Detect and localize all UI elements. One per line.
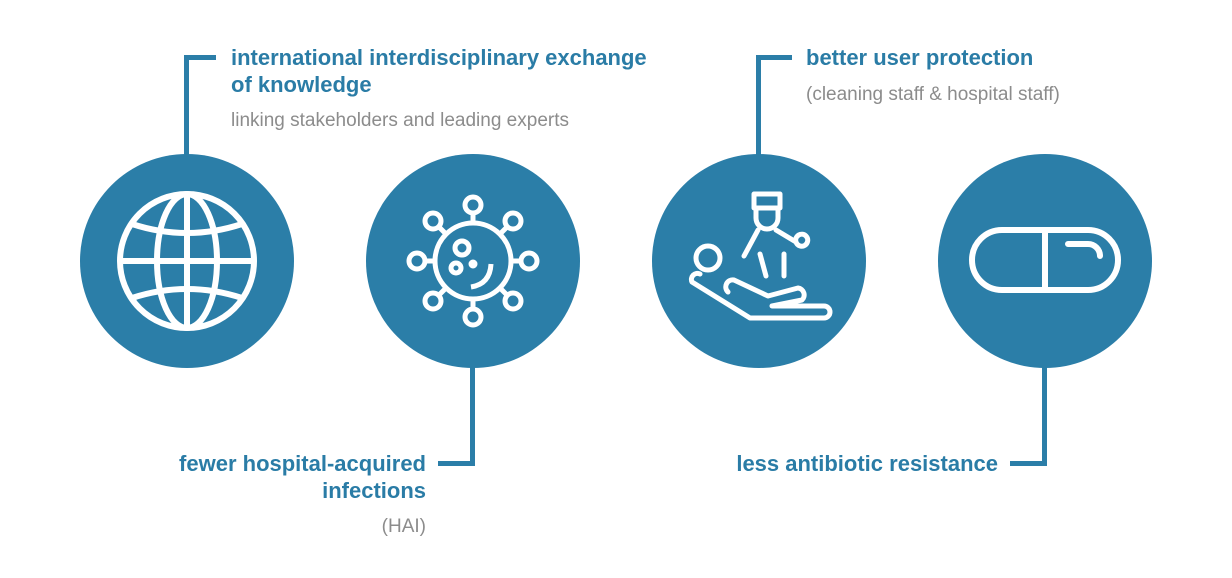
item-1-subtitle: linking stakeholders and leading experts [231, 110, 569, 131]
item-2-title-line: infections [322, 478, 426, 503]
item-3-subtitle: (cleaning staff & hospital staff) [806, 84, 1060, 105]
caregiver-circle [652, 154, 866, 368]
connector-4 [1042, 366, 1047, 466]
connector-1 [184, 55, 189, 155]
item-3-title-line: better user protection [806, 45, 1034, 70]
capsule-circle [938, 154, 1152, 368]
caregiver-patient-icon [688, 191, 833, 321]
connector-3h [756, 55, 792, 60]
capsule-icon [969, 227, 1121, 293]
item-4-title-line: less antibiotic resistance [736, 451, 998, 476]
connector-4h [1010, 461, 1047, 466]
item-1-title: international interdisciplinary exchange… [231, 44, 647, 98]
virus-icon [406, 194, 540, 328]
connector-2h [438, 461, 475, 466]
globe-circle [80, 154, 294, 368]
globe-icon [117, 191, 257, 331]
item-4-title: less antibiotic resistance [736, 450, 998, 477]
connector-2 [470, 366, 475, 466]
item-2-title: fewer hospital-acquired infections [179, 450, 426, 504]
virus-circle [366, 154, 580, 368]
connector-1h [184, 55, 216, 60]
item-2-title-line: fewer hospital-acquired [179, 451, 426, 476]
item-1-title-line: international interdisciplinary exchange [231, 45, 647, 70]
item-2-subtitle: (HAI) [381, 516, 426, 537]
connector-3 [756, 55, 761, 155]
item-3-title: better user protection [806, 44, 1033, 71]
item-1-title-line: of knowledge [231, 72, 372, 97]
